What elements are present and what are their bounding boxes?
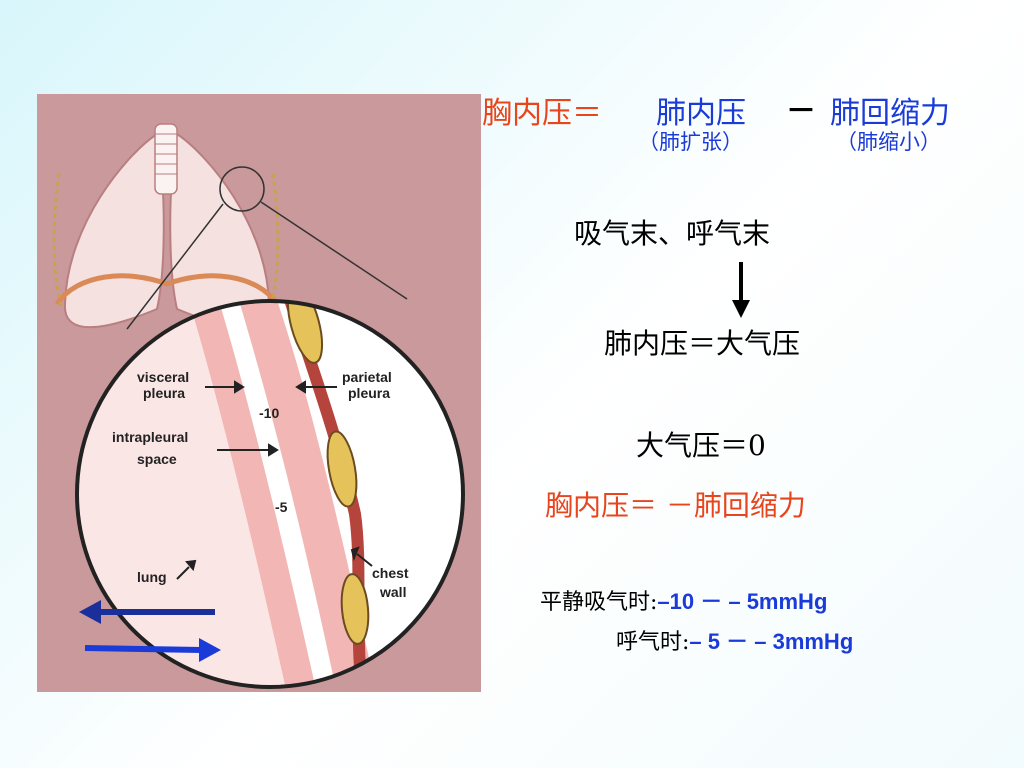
label-intrapleural-line2: space <box>137 451 177 467</box>
pleura-diagram: visceral pleura parietal pleura intraple… <box>37 94 481 692</box>
equal1-text: 肺内压＝大气压 <box>604 327 801 360</box>
result-text: 胸内压＝ －肺回缩力 <box>545 489 806 522</box>
magnified-view <box>75 299 465 689</box>
label-visceral-line1: visceral <box>137 369 189 385</box>
inhale-row: 平静吸气时:–10 － – 5mmHg <box>540 584 827 616</box>
label-minus10: -10 <box>259 405 279 421</box>
inhale-value: –10 － – 5mmHg <box>657 589 828 614</box>
lungs-illustration <box>52 123 408 330</box>
equal2-text: 大气压＝0 <box>636 429 766 462</box>
label-parietal-line2: pleura <box>348 385 390 401</box>
exhale-label: 呼气时: <box>616 630 690 655</box>
label-chest-line2: wall <box>379 584 406 600</box>
label-parietal-line1: parietal <box>342 369 392 385</box>
formula-lhs: 胸内压＝ <box>482 96 602 131</box>
airflow-arrows <box>79 600 221 662</box>
down-arrow-icon <box>732 262 750 318</box>
formula-minus: － <box>786 94 816 129</box>
inhale-label: 平静吸气时: <box>540 590 658 615</box>
label-visceral-line2: pleura <box>143 385 185 401</box>
label-lung: lung <box>137 569 167 585</box>
exhale-value: – 5 － – 3mmHg <box>689 629 854 654</box>
formula-term1: 肺内压 <box>656 96 746 131</box>
exhale-row: 呼气时:– 5 － – 3mmHg <box>616 624 853 656</box>
label-chest-line1: chest <box>372 565 409 581</box>
phase-text: 吸气末、呼气末 <box>574 217 771 250</box>
formula-note2: （肺缩小） <box>836 130 941 154</box>
label-intrapleural-line1: intrapleural <box>112 429 188 445</box>
label-minus5: -5 <box>275 499 288 515</box>
formula-term2: 肺回缩力 <box>830 96 950 131</box>
formula-note1: （肺扩张） <box>638 130 743 154</box>
